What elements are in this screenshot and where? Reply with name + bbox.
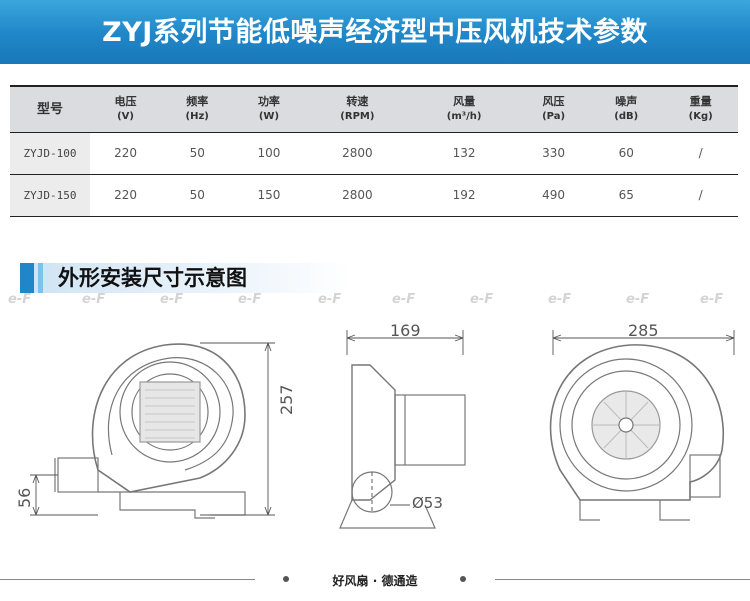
footer-dot bbox=[283, 576, 289, 582]
model-cell: ZYJD-100 bbox=[10, 132, 90, 174]
section-header-bar bbox=[20, 263, 350, 293]
header-cell: 型号 bbox=[36, 101, 63, 117]
header-cell: 风量(m³/h) bbox=[446, 95, 482, 123]
footer-dot bbox=[460, 576, 466, 582]
watermark: e-F bbox=[626, 292, 650, 307]
table-cell: 330 bbox=[542, 146, 565, 160]
table-cell: 50 bbox=[189, 146, 205, 160]
title-banner bbox=[0, 0, 750, 66]
table-cell: 220 bbox=[114, 146, 137, 160]
dimension-label-height: 257 bbox=[277, 384, 296, 415]
header-cell: 频率(Hz) bbox=[185, 95, 209, 123]
section-title: 外形安装尺寸示意图 bbox=[58, 266, 247, 290]
table-cell: / bbox=[698, 188, 703, 202]
header-cell: 功率(W) bbox=[257, 95, 280, 123]
watermark: e-F bbox=[318, 292, 342, 307]
header-cell: 转速(RPM) bbox=[340, 95, 375, 123]
table-cell: 2800 bbox=[342, 146, 373, 160]
watermark: e-F bbox=[8, 292, 32, 307]
rear-view-drawing bbox=[549, 344, 724, 521]
header-cell: 风压(Pa) bbox=[542, 95, 566, 123]
watermark: e-F bbox=[82, 292, 106, 307]
watermark: e-F bbox=[160, 292, 184, 307]
table-cell: 2800 bbox=[342, 188, 373, 202]
footer-brand: 好风扇 · 德通造 bbox=[332, 574, 418, 588]
table-cell: 60 bbox=[618, 146, 634, 160]
table-cell: 490 bbox=[542, 188, 565, 202]
table-header-row: 型号 电压(V) 频率(Hz) 功率(W) 转速(RPM) 风量(m³/h) 风… bbox=[10, 86, 738, 132]
dimension-label-outlet: 56 bbox=[15, 487, 34, 508]
dimension-label-rear-width: 285 bbox=[628, 321, 659, 340]
watermark: e-F bbox=[470, 292, 494, 307]
page-title: ZYJ系列节能低噪声经济型中压风机技术参数 bbox=[102, 17, 648, 48]
section-accent bbox=[20, 263, 34, 293]
table-cell: 150 bbox=[257, 188, 281, 202]
header-cell: 重量(Kg) bbox=[688, 95, 713, 123]
table-cell: 132 bbox=[452, 146, 476, 160]
watermark: e-F bbox=[392, 292, 416, 307]
table-row: ZYJD-100 220 50 100 2800 132 330 60 / bbox=[10, 132, 738, 174]
watermark: e-F bbox=[700, 292, 724, 307]
spec-table: 型号 电压(V) 频率(Hz) 功率(W) 转速(RPM) 风量(m³/h) 风… bbox=[10, 85, 738, 217]
footer-divider bbox=[495, 579, 750, 580]
side-view-drawing bbox=[339, 364, 466, 529]
model-cell: ZYJD-150 bbox=[10, 174, 90, 216]
table-cell: 100 bbox=[257, 146, 281, 160]
watermark: e-F bbox=[548, 292, 572, 307]
table-cell: 192 bbox=[452, 188, 476, 202]
watermark: e-F bbox=[238, 292, 262, 307]
header-cell: 噪声(dB) bbox=[614, 95, 639, 123]
table-cell: 220 bbox=[114, 188, 137, 202]
table-cell: 50 bbox=[189, 188, 205, 202]
header-cell: 电压(V) bbox=[114, 95, 137, 123]
dimension-label-side-width: 169 bbox=[390, 321, 421, 340]
front-view-drawing bbox=[54, 343, 246, 519]
dimension-label-diameter: Ø53 bbox=[412, 494, 443, 512]
table-cell: 65 bbox=[618, 188, 634, 202]
table-row: ZYJD-150 220 50 150 2800 192 490 65 / bbox=[10, 174, 738, 216]
footer-divider bbox=[0, 579, 255, 580]
dimension-drawings bbox=[30, 330, 735, 529]
table-cell: / bbox=[698, 146, 703, 160]
section-accent bbox=[38, 263, 43, 293]
